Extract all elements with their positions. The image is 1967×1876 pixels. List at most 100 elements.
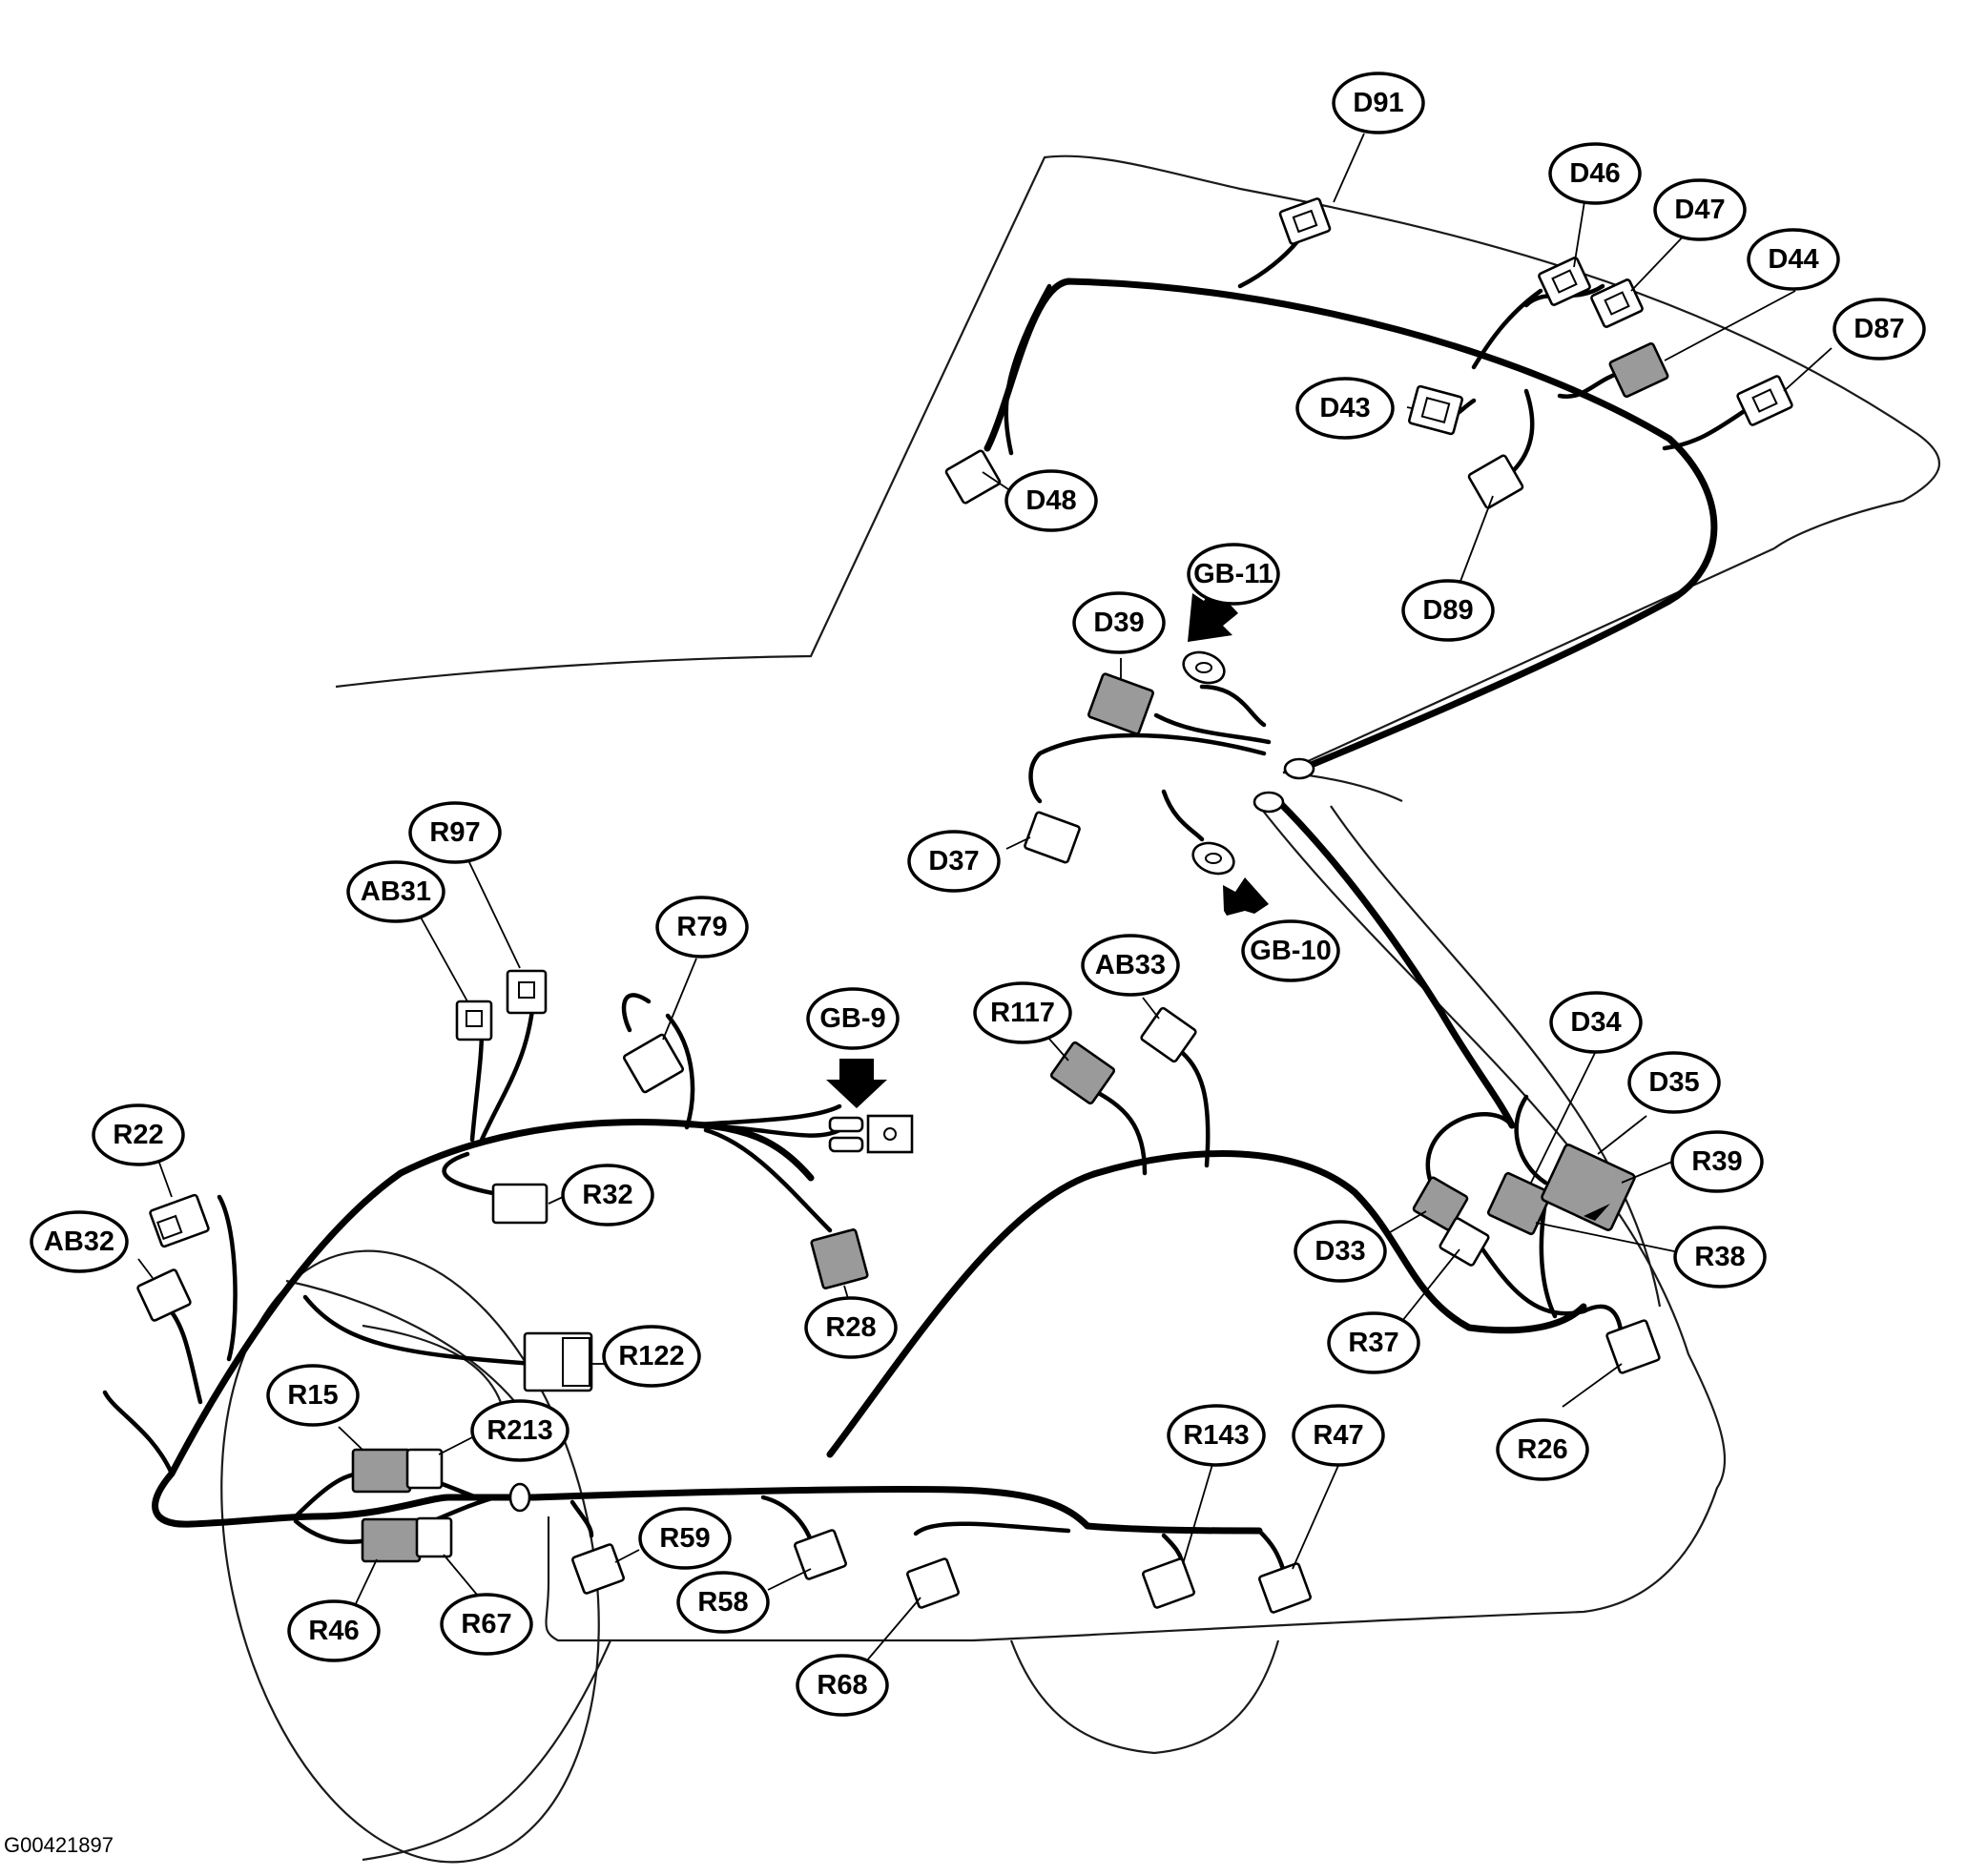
connector-R122	[523, 1331, 593, 1392]
svg-text:R15: R15	[287, 1380, 338, 1411]
connector-R97	[506, 969, 548, 1015]
label-D47: D47	[1653, 178, 1747, 241]
connector-R58	[794, 1529, 847, 1580]
svg-text:AB32: AB32	[44, 1227, 114, 1257]
svg-text:R47: R47	[1313, 1420, 1363, 1451]
svg-text:D33: D33	[1315, 1236, 1365, 1267]
label-R32: R32	[561, 1164, 654, 1227]
svg-text:GB-11: GB-11	[1193, 559, 1273, 589]
label-R22: R22	[92, 1103, 185, 1166]
svg-text:D43: D43	[1319, 393, 1370, 423]
label-GB-11: GB-11	[1187, 543, 1280, 606]
label-R68: R68	[796, 1654, 889, 1717]
svg-text:R143: R143	[1183, 1420, 1249, 1451]
svg-text:R213: R213	[487, 1415, 552, 1446]
label-R28: R28	[804, 1296, 898, 1359]
connector-R68	[906, 1557, 960, 1609]
svg-text:R79: R79	[676, 912, 727, 942]
connectors	[136, 197, 1793, 1614]
svg-text:D91: D91	[1353, 88, 1403, 118]
svg-text:R32: R32	[582, 1180, 632, 1210]
svg-text:R122: R122	[618, 1341, 684, 1371]
ground-terminal-GB10	[1191, 841, 1235, 876]
connector-R32	[491, 1183, 549, 1225]
label-R67: R67	[440, 1593, 533, 1656]
label-D91: D91	[1332, 72, 1425, 134]
svg-text:D87: D87	[1853, 314, 1904, 344]
connector-R46	[361, 1517, 422, 1563]
svg-text:AB33: AB33	[1095, 950, 1166, 980]
label-R47: R47	[1292, 1404, 1385, 1467]
label-R213: R213	[470, 1399, 569, 1462]
label-AB31: AB31	[346, 860, 445, 923]
connector-D46	[1538, 257, 1591, 306]
callout-labels: D91 D46 D47 D44 D87 D43 D48 D89 GB-11 D3…	[30, 72, 1926, 1717]
label-D43: D43	[1295, 377, 1395, 440]
connector-R47	[1258, 1562, 1312, 1614]
label-R38: R38	[1673, 1226, 1767, 1288]
connector-D87	[1736, 375, 1793, 426]
vehicle-outline	[220, 155, 1941, 1864]
label-D46: D46	[1548, 142, 1642, 205]
connector-R79	[623, 1033, 684, 1094]
svg-text:R97: R97	[429, 817, 480, 848]
svg-text:R59: R59	[659, 1523, 710, 1554]
connector-D47	[1590, 278, 1644, 328]
connector-D34	[1486, 1171, 1553, 1236]
svg-text:D35: D35	[1648, 1067, 1699, 1098]
svg-text:R39: R39	[1691, 1146, 1742, 1177]
connector-AB31	[455, 1000, 493, 1041]
svg-text:R67: R67	[461, 1609, 511, 1639]
connector-R39	[1541, 1144, 1636, 1231]
label-D44: D44	[1747, 228, 1840, 291]
svg-text:D39: D39	[1093, 608, 1144, 638]
svg-text:D34: D34	[1570, 1007, 1621, 1038]
label-GB-9: GB-9	[806, 987, 900, 1050]
svg-text:D89: D89	[1422, 595, 1473, 626]
label-GB-10: GB-10	[1241, 919, 1340, 982]
svg-text:R46: R46	[308, 1616, 359, 1646]
svg-text:R28: R28	[825, 1312, 876, 1343]
label-R26: R26	[1496, 1418, 1589, 1481]
connector-AB33	[1140, 1006, 1197, 1063]
connector-D39	[1087, 672, 1154, 735]
connector-R37	[1439, 1217, 1490, 1267]
label-R143: R143	[1167, 1404, 1266, 1467]
svg-text:AB31: AB31	[361, 876, 431, 907]
label-D39: D39	[1072, 591, 1166, 654]
label-R15: R15	[266, 1364, 360, 1427]
connector-D89	[1467, 454, 1524, 509]
svg-text:D37: D37	[928, 846, 979, 876]
label-R39: R39	[1670, 1130, 1764, 1193]
figure-id: G00421897	[4, 1833, 114, 1857]
connector-D91	[1278, 197, 1332, 245]
connector-D48	[944, 449, 1002, 505]
ground-terminal-GB11	[1182, 650, 1226, 685]
arrow-R39	[1584, 1204, 1610, 1221]
svg-text:R117: R117	[990, 998, 1055, 1028]
connector-R67	[415, 1516, 453, 1558]
svg-text:R26: R26	[1517, 1434, 1567, 1465]
svg-text:GB-10: GB-10	[1250, 936, 1331, 966]
label-D33: D33	[1294, 1220, 1387, 1283]
label-D87: D87	[1832, 298, 1926, 361]
connector-R59	[571, 1543, 625, 1595]
svg-text:R38: R38	[1694, 1242, 1745, 1272]
connector-R15	[351, 1448, 412, 1494]
label-R59: R59	[638, 1507, 732, 1570]
label-AB32: AB32	[30, 1210, 129, 1273]
label-R79: R79	[655, 896, 749, 959]
ground-terminal-GB9	[828, 1114, 914, 1154]
connector-D43	[1408, 384, 1463, 436]
connector-R26	[1605, 1319, 1661, 1374]
svg-text:D44: D44	[1768, 244, 1818, 275]
label-D35: D35	[1627, 1051, 1721, 1114]
label-R37: R37	[1327, 1311, 1420, 1374]
label-R117: R117	[973, 981, 1072, 1044]
connector-R213	[405, 1448, 444, 1490]
arrow-GB10	[1223, 877, 1269, 916]
connector-D37	[1024, 811, 1081, 864]
label-D34: D34	[1549, 991, 1643, 1054]
connector-D44	[1608, 341, 1669, 399]
